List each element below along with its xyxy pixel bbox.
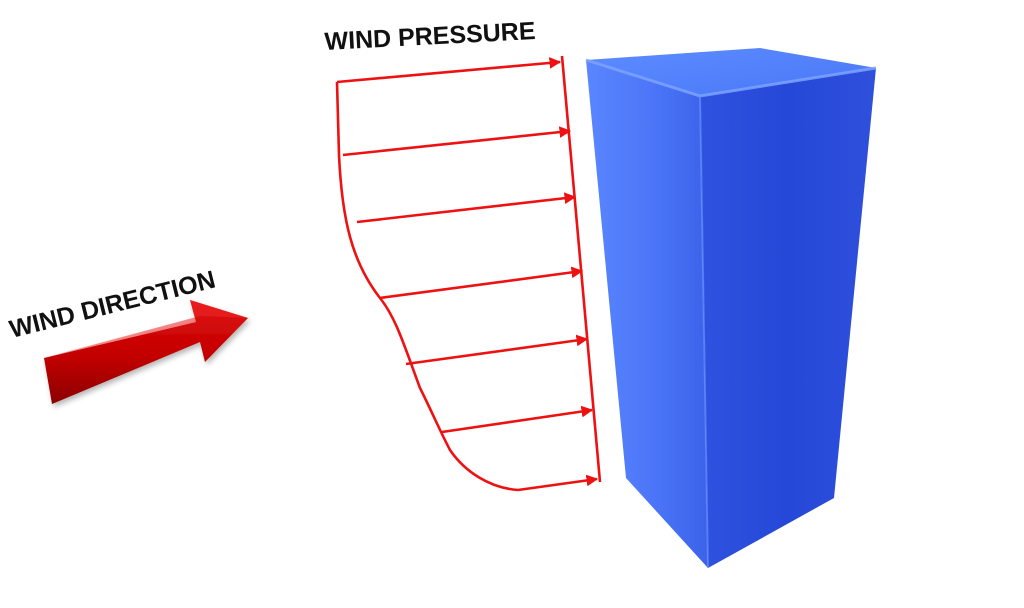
- building-vertical-edge: [699, 95, 709, 569]
- pressure-envelope-curve: [335, 81, 519, 492]
- pressure-arrow: [379, 266, 584, 300]
- pressure-arrow: [342, 126, 572, 157]
- pressure-profile: [335, 55, 602, 492]
- pressure-arrow: [356, 192, 577, 224]
- building-side-face: [586, 60, 708, 568]
- pressure-arrow: [336, 57, 562, 84]
- wind-direction-arrow: [44, 300, 248, 404]
- wind-pressure-title: WIND PRESSURE: [324, 17, 536, 56]
- building-front-face: [700, 68, 876, 568]
- pressure-arrow: [441, 405, 594, 434]
- building-block: [585, 48, 877, 569]
- pressure-arrow: [405, 334, 589, 366]
- pressure-arrow: [517, 474, 599, 492]
- building-top-face: [586, 48, 876, 96]
